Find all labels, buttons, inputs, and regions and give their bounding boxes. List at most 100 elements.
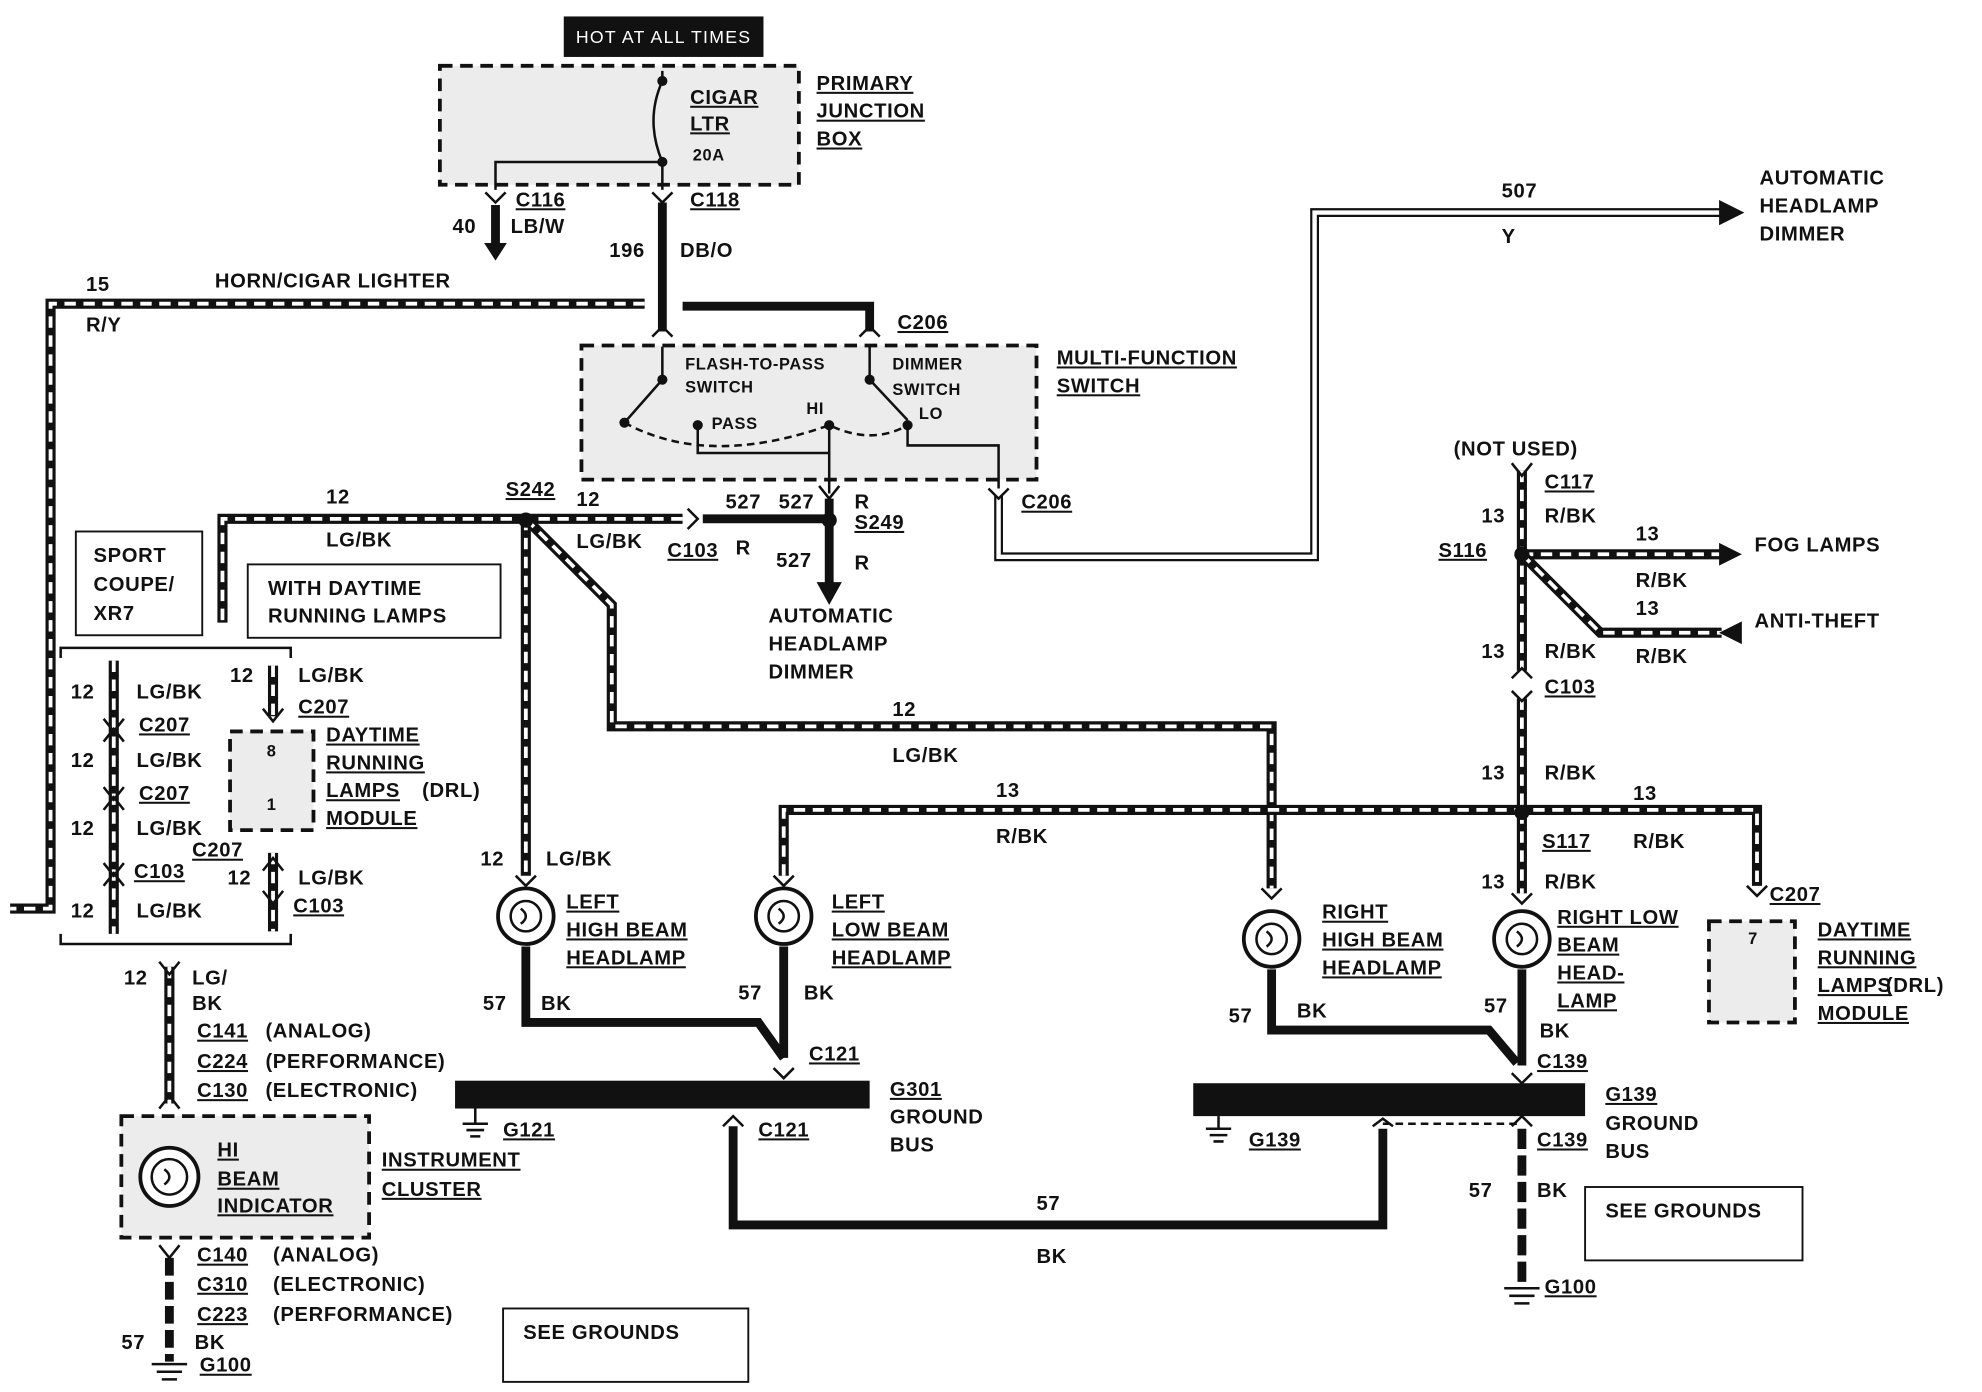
svg-text:(ELECTRONIC): (ELECTRONIC) bbox=[265, 1080, 417, 1102]
svg-text:1: 1 bbox=[267, 796, 277, 814]
svg-text:R/BK: R/BK bbox=[1636, 570, 1688, 592]
svg-text:Y: Y bbox=[1502, 226, 1516, 248]
svg-text:R/BK: R/BK bbox=[1545, 871, 1597, 893]
svg-text:(PERFORMANCE): (PERFORMANCE) bbox=[273, 1304, 453, 1326]
svg-text:LOW BEAM: LOW BEAM bbox=[832, 919, 949, 941]
svg-text:13: 13 bbox=[1481, 763, 1505, 785]
svg-text:INDICATOR: INDICATOR bbox=[217, 1195, 333, 1217]
svg-text:BUS: BUS bbox=[890, 1135, 935, 1157]
s242-lgbk-wires: S242 12 12 LG/BK LG/BK 12 LG/BK bbox=[217, 479, 1277, 889]
svg-text:196: 196 bbox=[609, 240, 645, 262]
svg-text:RUNNING LAMPS: RUNNING LAMPS bbox=[268, 606, 447, 628]
svg-text:BK: BK bbox=[195, 1332, 225, 1354]
svg-text:57: 57 bbox=[1037, 1193, 1061, 1215]
svg-text:RUNNING: RUNNING bbox=[1818, 947, 1917, 969]
svg-text:R: R bbox=[854, 492, 869, 514]
svg-text:R: R bbox=[854, 552, 869, 574]
svg-text:C207: C207 bbox=[139, 783, 190, 805]
c207-low-label: C207 bbox=[192, 840, 243, 862]
svg-text:(NOT USED): (NOT USED) bbox=[1454, 439, 1578, 461]
svg-text:G121: G121 bbox=[503, 1119, 555, 1141]
svg-text:20A: 20A bbox=[693, 147, 725, 165]
svg-text:SPORT: SPORT bbox=[94, 545, 167, 567]
svg-text:R/BK: R/BK bbox=[1545, 506, 1597, 528]
svg-text:LG/BK: LG/BK bbox=[546, 849, 612, 871]
svg-text:13: 13 bbox=[1636, 598, 1660, 620]
svg-text:LG/BK: LG/BK bbox=[298, 868, 364, 890]
automatic-headlamp-dimmer-top: AUTOMATIC HEADLAMP DIMMER bbox=[1760, 168, 1884, 246]
ground-wire-labels: 57 BK 57 BK 57 BK 57 BK bbox=[483, 983, 1570, 1043]
svg-text:RIGHT LOW: RIGHT LOW bbox=[1557, 907, 1679, 929]
svg-text:BK: BK bbox=[1540, 1021, 1570, 1043]
svg-text:SWITCH: SWITCH bbox=[892, 381, 961, 399]
svg-text:LG/BK: LG/BK bbox=[137, 900, 203, 922]
svg-text:DIMMER: DIMMER bbox=[892, 356, 962, 374]
svg-text:(ANALOG): (ANALOG) bbox=[265, 1021, 371, 1043]
cluster-feed-wire: 12 LG/ BK C141 (ANALOG) C224 (PERFORMANC… bbox=[124, 960, 445, 1110]
svg-text:LG/BK: LG/BK bbox=[326, 530, 392, 552]
svg-text:13: 13 bbox=[1481, 871, 1505, 893]
svg-text:HEADLAMP: HEADLAMP bbox=[1322, 957, 1442, 979]
svg-text:LTR: LTR bbox=[690, 113, 730, 135]
svg-text:(ANALOG): (ANALOG) bbox=[273, 1245, 379, 1267]
svg-text:R: R bbox=[736, 537, 751, 559]
svg-text:BOX: BOX bbox=[817, 129, 863, 151]
svg-text:LG/BK: LG/BK bbox=[298, 665, 364, 687]
svg-text:LB/W: LB/W bbox=[511, 216, 565, 238]
svg-text:INSTRUMENT: INSTRUMENT bbox=[382, 1150, 521, 1172]
drl-module-left: 8 1 DAYTIME RUNNING LAMPS (DRL) MODULE bbox=[228, 725, 480, 833]
svg-text:WITH DAYTIME: WITH DAYTIME bbox=[268, 578, 422, 600]
svg-text:15: 15 bbox=[86, 274, 110, 296]
svg-text:12: 12 bbox=[326, 487, 350, 509]
svg-text:AUTOMATIC: AUTOMATIC bbox=[769, 606, 894, 628]
sport-coupe-xr7-note: SPORT COUPE/ XR7 bbox=[74, 530, 204, 637]
svg-text:BK: BK bbox=[192, 993, 222, 1015]
svg-text:(PERFORMANCE): (PERFORMANCE) bbox=[265, 1051, 445, 1073]
svg-text:GROUND: GROUND bbox=[1605, 1113, 1699, 1135]
svg-text:C103: C103 bbox=[1545, 676, 1596, 698]
svg-text:HI: HI bbox=[806, 400, 824, 418]
svg-text:12: 12 bbox=[71, 750, 95, 772]
svg-text:527: 527 bbox=[776, 550, 812, 572]
svg-text:12: 12 bbox=[576, 489, 600, 511]
right-high-beam-headlamp: RIGHT HIGH BEAM HEADLAMP bbox=[1241, 887, 1521, 1066]
svg-text:SEE GROUNDS: SEE GROUNDS bbox=[523, 1322, 679, 1344]
svg-text:BUS: BUS bbox=[1605, 1141, 1650, 1163]
svg-text:HOT AT ALL TIMES: HOT AT ALL TIMES bbox=[576, 27, 751, 47]
svg-text:MODULE: MODULE bbox=[1818, 1003, 1909, 1025]
svg-text:R/BK: R/BK bbox=[1545, 641, 1597, 663]
g301-ground-bus: C121 G121 G301 GROUND BUS C121 bbox=[455, 1043, 984, 1157]
cluster-ground-wire: C140 (ANALOG) C310 (ELECTRONIC) C223 (PE… bbox=[121, 1244, 453, 1381]
right-low-beam-headlamp: 13 R/BK RIGHT LOW BEAM HEAD- LAMP bbox=[1481, 871, 1679, 1066]
svg-text:S116: S116 bbox=[1438, 540, 1487, 562]
svg-text:RIGHT: RIGHT bbox=[1322, 902, 1388, 924]
svg-text:DIMMER: DIMMER bbox=[769, 661, 855, 683]
svg-text:12: 12 bbox=[230, 665, 254, 687]
svg-text:G139: G139 bbox=[1249, 1129, 1301, 1151]
svg-text:CIGAR: CIGAR bbox=[690, 87, 758, 109]
svg-text:FOG LAMPS: FOG LAMPS bbox=[1754, 535, 1880, 557]
svg-text:S249: S249 bbox=[854, 512, 904, 534]
svg-text:GROUND: GROUND bbox=[890, 1107, 984, 1129]
svg-text:R/BK: R/BK bbox=[996, 826, 1048, 848]
svg-text:SEE GROUNDS: SEE GROUNDS bbox=[1605, 1200, 1761, 1222]
svg-text:C207: C207 bbox=[139, 714, 190, 736]
svg-text:LG/BK: LG/BK bbox=[576, 531, 642, 553]
svg-text:C103: C103 bbox=[293, 895, 344, 917]
svg-text:G139: G139 bbox=[1605, 1084, 1657, 1106]
svg-text:HORN/CIGAR LIGHTER: HORN/CIGAR LIGHTER bbox=[215, 270, 451, 292]
horn-cigar-lighter-wire: 15 HORN/CIGAR LIGHTER R/Y bbox=[10, 270, 645, 914]
svg-text:CLUSTER: CLUSTER bbox=[382, 1179, 482, 1201]
with-daytime-running-lamps-note: WITH DAYTIME RUNNING LAMPS bbox=[246, 563, 502, 639]
svg-text:C117: C117 bbox=[1545, 471, 1595, 493]
svg-text:LG/BK: LG/BK bbox=[137, 750, 203, 772]
hot-at-all-times-label: HOT AT ALL TIMES bbox=[563, 16, 764, 57]
svg-text:BK: BK bbox=[1037, 1246, 1067, 1268]
svg-text:DAYTIME: DAYTIME bbox=[1818, 919, 1912, 941]
svg-text:R/BK: R/BK bbox=[1633, 831, 1685, 853]
svg-text:(ELECTRONIC): (ELECTRONIC) bbox=[273, 1274, 425, 1296]
svg-text:BEAM: BEAM bbox=[1557, 935, 1619, 957]
svg-text:C130: C130 bbox=[197, 1080, 248, 1102]
svg-text:8: 8 bbox=[267, 743, 277, 761]
